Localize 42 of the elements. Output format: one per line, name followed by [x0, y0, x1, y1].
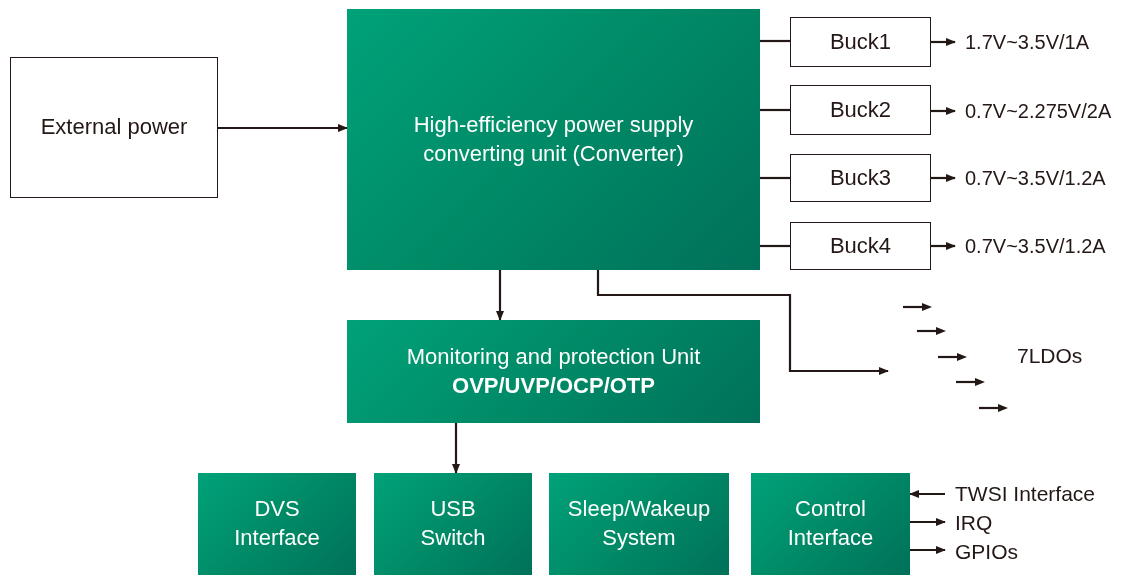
- arrow: [218, 124, 348, 132]
- signal-label: IRQ: [955, 509, 993, 536]
- box-label: Control Interface: [786, 495, 875, 552]
- unit-box: [751, 473, 910, 575]
- signal-label: 0.7V~3.5V/1.2A: [965, 166, 1106, 191]
- arrow: [931, 174, 956, 182]
- arrow: [452, 423, 460, 474]
- signal-label: TWSI Interface: [955, 480, 1096, 507]
- box-label: Buck1: [829, 27, 892, 56]
- arrow: [910, 518, 946, 526]
- box-label: High-efficiency power supply converting unit (Converter): [412, 110, 695, 168]
- process-box: [790, 85, 931, 135]
- signal-label: 1.7V~3.5V/1A: [965, 30, 1089, 55]
- arrow: [910, 546, 946, 554]
- box-label: Buck2: [829, 95, 892, 124]
- process-box: [790, 17, 931, 67]
- arrow: [909, 490, 945, 498]
- box-label: Buck3: [829, 163, 892, 192]
- unit-box: [549, 473, 729, 575]
- box-label: Sleep/Wakeup System: [566, 495, 712, 552]
- box-label: DVS Interface: [233, 495, 321, 552]
- arrow: [931, 107, 956, 115]
- box-label: External power: [40, 113, 188, 142]
- process-box: [790, 154, 931, 202]
- signal-label: GPIOs: [955, 538, 1018, 565]
- unit-box: [347, 320, 760, 423]
- process-box: [10, 57, 218, 198]
- signal-label: 0.7V~2.275V/2A: [965, 99, 1112, 124]
- output-label: 7LDOs: [1017, 344, 1083, 368]
- unit-box: [198, 473, 356, 575]
- box-label: USB Switch: [419, 495, 487, 552]
- arrow: [931, 38, 956, 46]
- unit-box: [347, 9, 760, 270]
- process-box: [790, 222, 931, 270]
- arrow: [596, 270, 889, 375]
- arrow: [496, 270, 504, 321]
- unit-box: [374, 473, 532, 575]
- box-label: OVP/UVP/OCP/OTP: [452, 371, 655, 400]
- box-label: Buck4: [829, 231, 892, 260]
- signal-label: 0.7V~3.5V/1.2A: [965, 234, 1106, 259]
- box-label: Monitoring and protection Unit: [406, 342, 701, 371]
- arrow: [931, 242, 956, 250]
